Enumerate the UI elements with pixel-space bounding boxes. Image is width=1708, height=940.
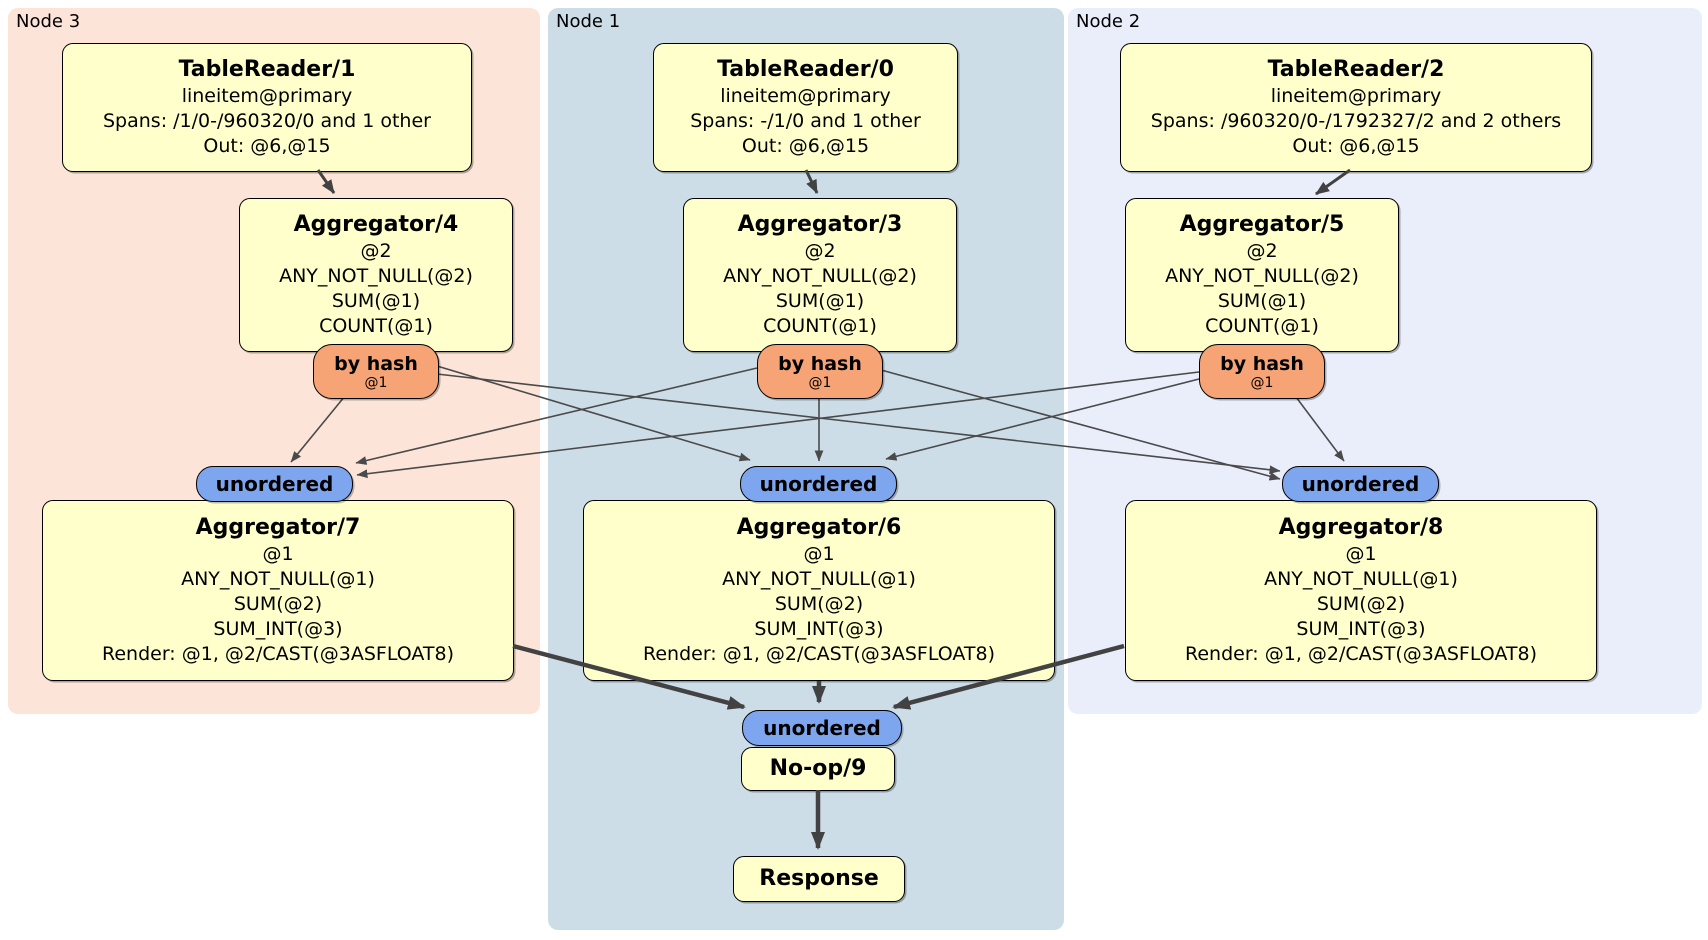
processor-detail: Spans: -/1/0 and 1 other <box>690 110 921 132</box>
processor-detail: SUM(@1) <box>775 290 865 312</box>
processor-title: Response <box>759 866 879 891</box>
node-3-label: Node 3 <box>16 11 81 32</box>
processor-detail: ANY_NOT_NULL(@2) <box>1165 265 1359 287</box>
node-1-label: Node 1 <box>556 11 621 32</box>
processor-detail: ANY_NOT_NULL(@1) <box>722 568 916 590</box>
sync-label: unordered <box>1301 472 1420 496</box>
processor-detail: Render: @1, @2/CAST(@3ASFLOAT8) <box>102 643 454 665</box>
processor-detail: SUM(@2) <box>1316 593 1406 615</box>
router-key: @1 <box>808 374 832 391</box>
processor-title: No-op/9 <box>769 756 867 781</box>
processor-title: Aggregator/3 <box>737 212 903 237</box>
router-label: by hash <box>778 352 862 375</box>
router-label: by hash <box>1220 352 1304 375</box>
sync-label: unordered <box>763 716 881 740</box>
processor-title: TableReader/0 <box>717 57 894 82</box>
processor-title: Aggregator/5 <box>1179 212 1345 237</box>
sync-unordered-aggregator6: unordered <box>740 466 897 502</box>
processor-detail: Spans: /960320/0-/1792327/2 and 2 others <box>1150 110 1562 132</box>
processor-detail: Out: @6,@15 <box>741 135 870 157</box>
processor-detail: SUM(@1) <box>1217 290 1307 312</box>
router-by-hash-4: by hash @1 <box>313 344 439 399</box>
processor-aggregator-8: Aggregator/8 @1 ANY_NOT_NULL(@1) SUM(@2)… <box>1125 500 1597 681</box>
processor-detail: ANY_NOT_NULL(@1) <box>181 568 375 590</box>
processor-aggregator-6: Aggregator/6 @1 ANY_NOT_NULL(@1) SUM(@2)… <box>583 500 1055 681</box>
processor-detail: Out: @6,@15 <box>203 135 331 157</box>
processor-tablereader-0: TableReader/0 lineitem@primary Spans: -/… <box>653 43 958 172</box>
router-key: @1 <box>1250 374 1274 391</box>
processor-aggregator-3: Aggregator/3 @2 ANY_NOT_NULL(@2) SUM(@1)… <box>683 198 957 352</box>
processor-detail: @1 <box>262 543 294 565</box>
processor-detail: @2 <box>804 240 836 262</box>
processor-detail: Render: @1, @2/CAST(@3ASFLOAT8) <box>1185 643 1537 665</box>
processor-detail: ANY_NOT_NULL(@2) <box>723 265 917 287</box>
processor-tablereader-1: TableReader/1 lineitem@primary Spans: /1… <box>62 43 472 172</box>
processor-detail: lineitem@primary <box>181 85 353 107</box>
processor-detail: @2 <box>360 240 392 262</box>
processor-title: TableReader/1 <box>178 57 356 82</box>
processor-tablereader-2: TableReader/2 lineitem@primary Spans: /9… <box>1120 43 1592 172</box>
processor-detail: Spans: /1/0-/960320/0 and 1 other <box>103 110 431 132</box>
processor-title: Aggregator/7 <box>195 515 361 540</box>
processor-noop-9: No-op/9 <box>741 747 895 791</box>
processor-detail: SUM_INT(@3) <box>1296 618 1426 640</box>
router-by-hash-5: by hash @1 <box>1199 344 1325 399</box>
processor-detail: @1 <box>803 543 835 565</box>
processor-detail: COUNT(@1) <box>763 315 877 337</box>
processor-detail: COUNT(@1) <box>319 315 433 337</box>
processor-aggregator-7: Aggregator/7 @1 ANY_NOT_NULL(@1) SUM(@2)… <box>42 500 514 681</box>
processor-detail: Render: @1, @2/CAST(@3ASFLOAT8) <box>643 643 995 665</box>
router-by-hash-3: by hash @1 <box>757 344 883 399</box>
processor-detail: SUM_INT(@3) <box>213 618 343 640</box>
processor-detail: SUM(@2) <box>233 593 323 615</box>
processor-aggregator-4: Aggregator/4 @2 ANY_NOT_NULL(@2) SUM(@1)… <box>239 198 513 352</box>
processor-title: TableReader/2 <box>1267 57 1445 82</box>
processor-detail: SUM(@1) <box>331 290 421 312</box>
processor-title: Aggregator/6 <box>736 515 902 540</box>
processor-detail: @2 <box>1246 240 1278 262</box>
sync-label: unordered <box>759 472 878 496</box>
processor-title: Aggregator/4 <box>293 212 459 237</box>
processor-response: Response <box>733 856 905 902</box>
sync-label: unordered <box>215 472 334 496</box>
processor-detail: ANY_NOT_NULL(@2) <box>279 265 473 287</box>
sync-unordered-aggregator8: unordered <box>1282 466 1439 502</box>
processor-detail: Out: @6,@15 <box>1292 135 1420 157</box>
router-key: @1 <box>364 374 388 391</box>
sync-unordered-final: unordered <box>742 710 902 746</box>
processor-detail: @1 <box>1345 543 1377 565</box>
processor-detail: SUM_INT(@3) <box>754 618 884 640</box>
node-2-label: Node 2 <box>1076 11 1141 32</box>
processor-detail: lineitem@primary <box>720 85 891 107</box>
processor-detail: ANY_NOT_NULL(@1) <box>1264 568 1458 590</box>
processor-aggregator-5: Aggregator/5 @2 ANY_NOT_NULL(@2) SUM(@1)… <box>1125 198 1399 352</box>
sync-unordered-aggregator7: unordered <box>196 466 353 502</box>
router-label: by hash <box>334 352 418 375</box>
processor-detail: COUNT(@1) <box>1205 315 1319 337</box>
processor-detail: lineitem@primary <box>1270 85 1442 107</box>
processor-detail: SUM(@2) <box>774 593 864 615</box>
processor-title: Aggregator/8 <box>1278 515 1444 540</box>
